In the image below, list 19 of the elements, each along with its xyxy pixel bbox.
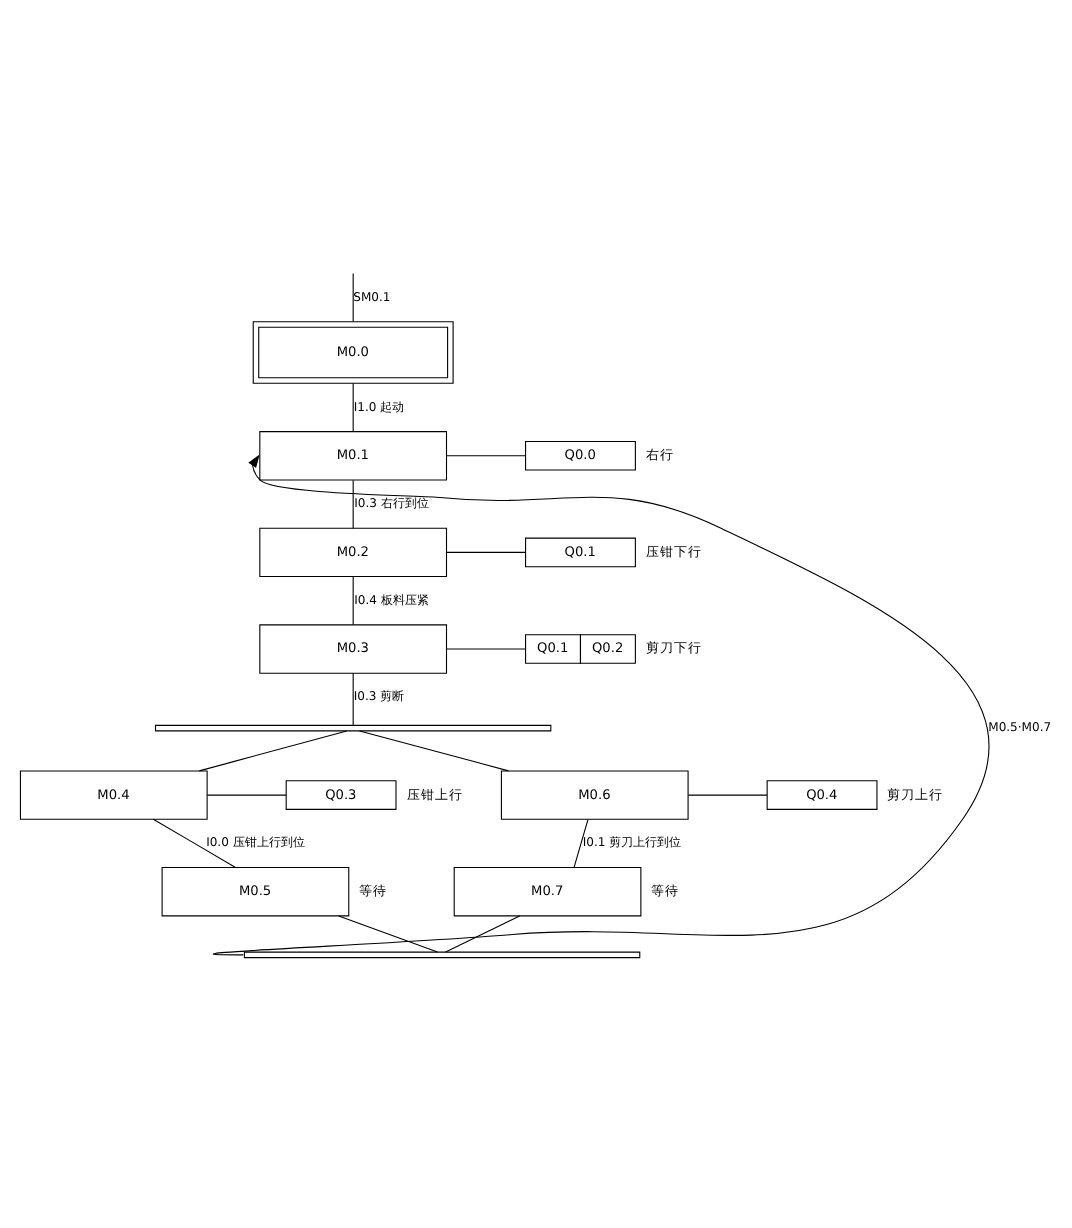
connector bbox=[352, 272, 354, 321]
connector bbox=[352, 478, 354, 528]
connector bbox=[352, 671, 354, 725]
node-bar bbox=[154, 723, 552, 731]
connector bbox=[446, 550, 527, 552]
connector bbox=[445, 914, 521, 952]
connector bbox=[687, 793, 768, 795]
connector bbox=[359, 729, 509, 771]
connector bbox=[352, 575, 354, 625]
connector bbox=[206, 793, 287, 795]
connector bbox=[446, 454, 526, 456]
connector bbox=[338, 914, 439, 952]
arrow bbox=[212, 453, 990, 955]
connector bbox=[198, 729, 348, 771]
node-bar bbox=[243, 950, 641, 958]
connector bbox=[573, 818, 589, 868]
connector bbox=[446, 647, 527, 649]
connector bbox=[152, 817, 237, 867]
connector bbox=[352, 381, 354, 432]
